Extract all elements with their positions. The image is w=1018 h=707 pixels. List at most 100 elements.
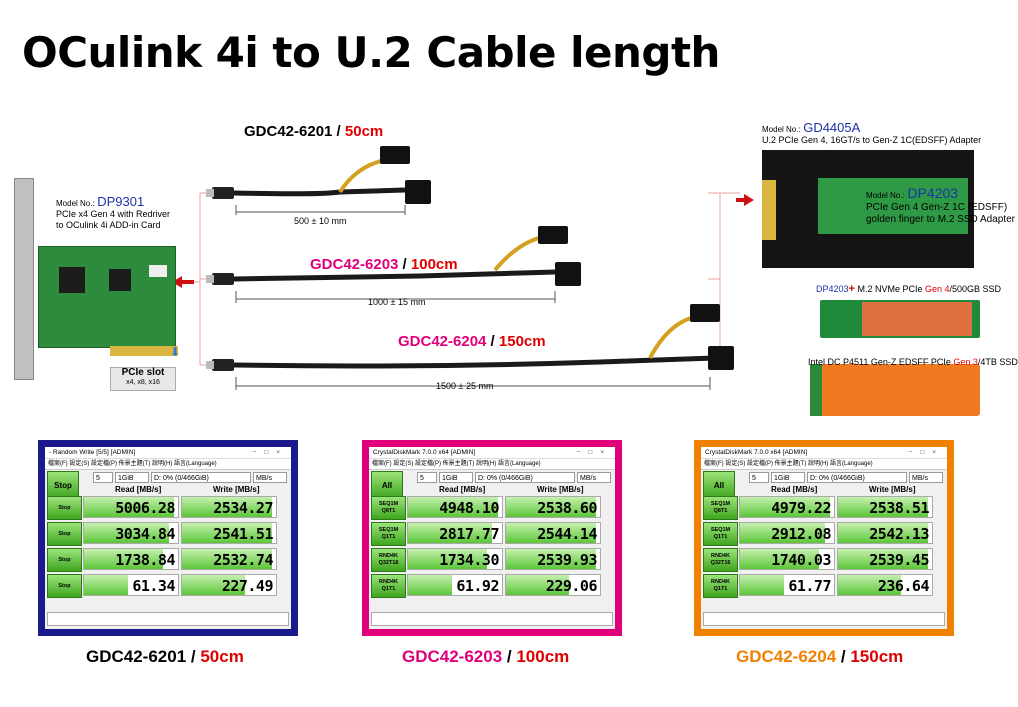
read-value-bar — [84, 497, 175, 517]
row-test-button[interactable]: Stop — [47, 496, 82, 520]
drive-select[interactable]: D: 0% (0/466GiB) — [151, 472, 251, 483]
write-value-text: 227.49 — [221, 577, 274, 595]
write-value-bar — [182, 497, 273, 517]
write-value-bar — [506, 575, 569, 595]
count-select[interactable]: 5 — [749, 472, 769, 483]
write-value-text: 236.64 — [877, 577, 930, 595]
cable-dim-6201: 500 ± 10 mm — [294, 216, 347, 226]
read-value-text: 61.77 — [788, 577, 831, 595]
write-value-text: 2539.93 — [537, 551, 597, 569]
stop-button[interactable]: Stop — [47, 471, 79, 499]
size-select[interactable]: 1GiB — [771, 472, 805, 483]
pcie-card-image — [38, 246, 176, 348]
size-select[interactable]: 1GiB — [439, 472, 473, 483]
row-test-button[interactable]: Stop — [47, 574, 82, 598]
all-button[interactable]: All — [371, 471, 403, 499]
row-test-sublabel: Q1T1 — [381, 586, 396, 592]
size-select[interactable]: 1GiB — [115, 472, 149, 483]
read-value-text: 1740.03 — [771, 551, 831, 569]
row-test-label: RND4K — [711, 579, 730, 585]
cable-label-6203: GDC42-6203 / 100cm — [310, 256, 458, 273]
read-value-cell: 61.77 — [739, 574, 835, 596]
write-value-cell: 2539.45 — [837, 548, 933, 570]
adapter-board-image — [762, 150, 974, 268]
read-value-text: 4979.22 — [771, 499, 831, 517]
read-value-cell: 1740.03 — [739, 548, 835, 570]
row-test-label: SEQ1M — [710, 527, 731, 533]
write-value-bar — [182, 575, 245, 595]
unit-select[interactable]: MB/s — [577, 472, 611, 483]
write-header: Write [MB/s] — [869, 485, 916, 494]
read-value-text: 2817.77 — [439, 525, 499, 543]
write-value-cell: 2539.93 — [505, 548, 601, 570]
row-test-sublabel: Q1T1 — [713, 534, 728, 540]
write-value-text: 2539.45 — [869, 551, 929, 569]
row-test-label: Stop — [58, 556, 71, 563]
count-select[interactable]: 5 — [93, 472, 113, 483]
write-value-bar — [838, 497, 929, 517]
row-test-label: SEQ1M — [710, 501, 731, 507]
read-value-cell: 4979.22 — [739, 496, 835, 518]
read-value-bar — [84, 523, 170, 543]
menu-bar[interactable]: 檔案(F) 設定(S) 設定檔(P) 佈景主題(T) 說明(H) 語言(Lang… — [701, 459, 947, 470]
read-value-text: 3034.84 — [115, 525, 175, 543]
write-value-text: 2534.27 — [213, 499, 273, 517]
write-value-cell: 2534.27 — [181, 496, 277, 518]
cable-dim-6204: 1500 ± 25 mm — [436, 381, 494, 391]
down-arrow-icon: ⬇ — [170, 345, 181, 359]
gold-finger — [110, 346, 178, 356]
read-value-cell: 2912.08 — [739, 522, 835, 544]
drive-select[interactable]: D: 0% (0/466GiB) — [475, 472, 575, 483]
write-value-bar — [838, 549, 929, 569]
unit-select[interactable]: MB/s — [253, 472, 287, 483]
row-test-label: RND4K — [379, 579, 398, 585]
read-value-text: 2912.08 — [771, 525, 831, 543]
menu-bar[interactable]: 檔案(F) 設定(S) 設定檔(P) 佈景主題(T) 說明(H) 語言(Lang… — [369, 459, 615, 470]
write-value-bar — [838, 523, 929, 543]
row-test-label: Stop — [58, 582, 71, 589]
all-button[interactable]: All — [703, 471, 735, 499]
status-bar — [703, 612, 945, 626]
drive-select[interactable]: D: 0% (0/466GiB) — [807, 472, 907, 483]
read-value-cell: 1734.30 — [407, 548, 503, 570]
count-select[interactable]: 5 — [417, 472, 437, 483]
write-value-text: 2538.60 — [537, 499, 597, 517]
row-test-label: RND4K — [379, 553, 398, 559]
row-test-label: SEQ1M — [378, 527, 399, 533]
read-value-cell: 4948.10 — [407, 496, 503, 518]
row-test-sublabel: Q8T1 — [713, 508, 728, 514]
benchmark-frame-3: CrystalDiskMark 7.0.0 x64 [ADMIN]−□× 檔案(… — [694, 440, 954, 636]
write-value-text: 2538.51 — [869, 499, 929, 517]
write-value-bar — [506, 523, 597, 543]
row-test-sublabel: Q8T1 — [381, 508, 396, 514]
read-value-cell: 61.34 — [83, 574, 179, 596]
write-value-cell: 2538.60 — [505, 496, 601, 518]
row-test-label: SEQ1M — [378, 501, 399, 507]
write-value-text: 229.06 — [545, 577, 598, 595]
bottom-label-3: GDC42-6204 / 150cm — [736, 647, 904, 666]
menu-bar[interactable]: 檔案(F) 設定(S) 設定檔(P) 佈景主題(T) 說明(H) 語言(Lang… — [45, 459, 291, 470]
read-header: Read [MB/s] — [439, 485, 486, 494]
unit-select[interactable]: MB/s — [909, 472, 943, 483]
read-value-text: 1734.30 — [439, 551, 499, 569]
read-value-text: 5006.28 — [115, 499, 175, 517]
row-test-button[interactable]: Stop — [47, 522, 82, 546]
row-test-button[interactable]: Stop — [47, 548, 82, 572]
write-header: Write [MB/s] — [537, 485, 584, 494]
status-bar — [47, 612, 289, 626]
read-value-cell: 3034.84 — [83, 522, 179, 544]
write-value-bar — [838, 575, 901, 595]
cable-label-6204: GDC42-6204 / 150cm — [398, 333, 546, 350]
read-header: Read [MB/s] — [771, 485, 818, 494]
read-value-bar — [740, 497, 831, 517]
row-test-label: Stop — [58, 530, 71, 537]
ssd2-label: Intel DC P4511 Gen-Z EDSFF PCIe Gen 3/4T… — [808, 357, 1018, 367]
